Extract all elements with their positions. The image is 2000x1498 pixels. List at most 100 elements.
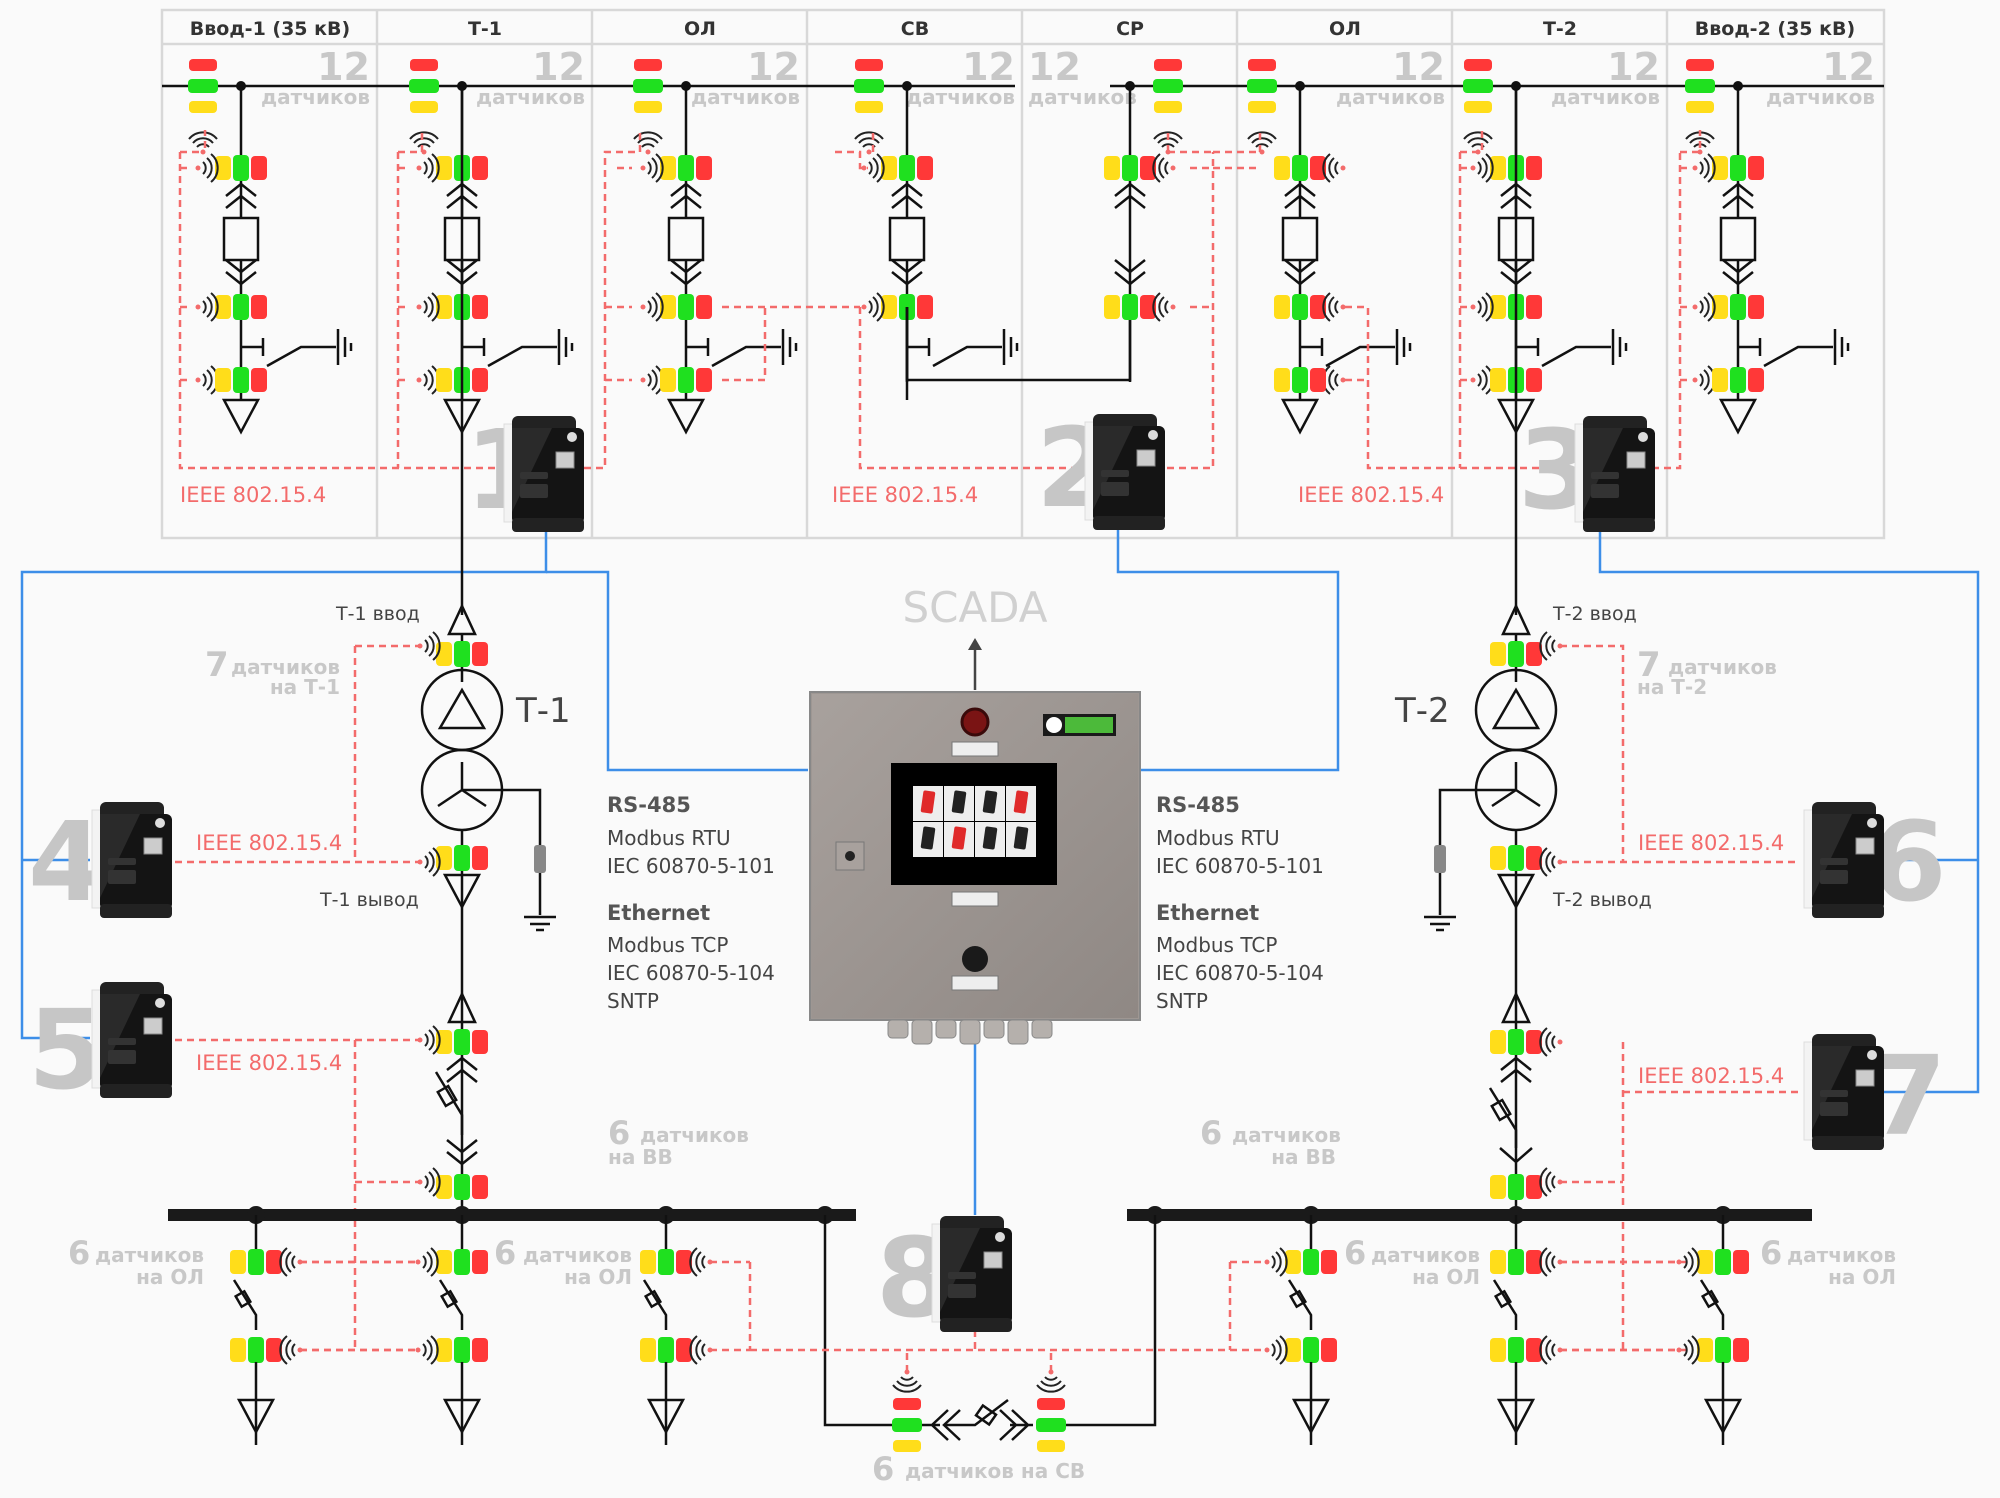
protocols-right: RS-485 Modbus RTU IEC 60870-5-101 Ethern… bbox=[1156, 793, 1324, 1013]
wireless-icon bbox=[860, 153, 885, 183]
sensor-group bbox=[1104, 155, 1156, 181]
t2-sensor-count-label: датчиков bbox=[1668, 655, 1777, 679]
wireless-icon bbox=[1675, 1335, 1700, 1365]
sensor-group bbox=[660, 367, 712, 393]
screen-device-icon bbox=[951, 826, 967, 850]
wireless-icon bbox=[414, 1335, 439, 1365]
scada-cabinet[interactable] bbox=[809, 638, 1141, 1045]
count-sr: 12 bbox=[1028, 45, 1081, 89]
bay-vvod1 bbox=[188, 59, 353, 434]
push-button[interactable] bbox=[962, 946, 988, 972]
device-3[interactable]: 3 bbox=[1518, 406, 1656, 534]
ol-label-1b: на ОЛ bbox=[136, 1265, 204, 1289]
cell-header-sr: СР bbox=[1116, 18, 1144, 40]
device-5[interactable]: 5 bbox=[28, 981, 173, 1114]
breaker-icon bbox=[222, 216, 260, 262]
count-t1: 12 bbox=[532, 45, 585, 89]
ground-icon bbox=[1395, 327, 1412, 367]
wireless-icon bbox=[194, 292, 219, 322]
bay-sr bbox=[1104, 59, 1183, 382]
ethernet-item-left-1: Modbus TCP bbox=[607, 933, 728, 957]
vv-right-label: датчиков bbox=[1232, 1123, 1341, 1147]
device-7[interactable]: 7 bbox=[1803, 1032, 1947, 1160]
cell-header-t2: Т-2 bbox=[1543, 18, 1577, 40]
lower-busbars bbox=[168, 1206, 1812, 1224]
device-6[interactable]: 6 bbox=[1803, 798, 1947, 926]
wireless-icon bbox=[1469, 153, 1494, 183]
wireless-icon bbox=[1263, 1335, 1288, 1365]
wireless-icon bbox=[1322, 365, 1347, 395]
earth-switch bbox=[1300, 338, 1395, 368]
disconnector-blade bbox=[1493, 1289, 1513, 1309]
wireless-icon bbox=[415, 365, 440, 395]
wireless-icon bbox=[1691, 292, 1716, 322]
t2-feeder bbox=[1422, 86, 1558, 1215]
sensor-group bbox=[1274, 367, 1326, 393]
outgoing-line-feeder bbox=[414, 1215, 488, 1445]
bus-sensor-ol1 bbox=[633, 59, 663, 113]
sensor-group bbox=[1712, 294, 1764, 320]
hmi-screen-cells bbox=[913, 786, 1036, 857]
bottom-feeders bbox=[230, 1215, 1749, 1445]
ieee-label-top-2: IEEE 802.15.4 bbox=[832, 483, 978, 507]
ol-label-2: датчиков bbox=[523, 1243, 632, 1267]
vv-left-count: 6 bbox=[608, 1114, 630, 1152]
count-label-vvod2: датчиков bbox=[1766, 85, 1875, 109]
ieee-label-t1-bottom: IEEE 802.15.4 bbox=[196, 1051, 342, 1075]
outgoing-line-feeder bbox=[640, 1215, 714, 1445]
vv-right-label-2: на ВВ bbox=[1271, 1145, 1336, 1169]
ieee-label-t2: IEEE 802.15.4 bbox=[1638, 831, 1784, 855]
wireless-icon bbox=[689, 1247, 714, 1277]
ground-icon bbox=[557, 327, 574, 367]
t2-wireless-links bbox=[1539, 631, 1800, 1352]
rs485-item-right-2: IEC 60870-5-101 bbox=[1156, 854, 1324, 878]
controller-module-icon bbox=[91, 981, 173, 1099]
wireless-icon bbox=[689, 1335, 714, 1365]
bus-sensor-t1 bbox=[409, 59, 439, 113]
count-t2: 12 bbox=[1607, 45, 1660, 89]
count-vvod1: 12 bbox=[317, 45, 370, 89]
device-4[interactable]: 4 bbox=[28, 798, 173, 926]
count-label-ol1: датчиков bbox=[691, 85, 800, 109]
ieee-label-t2-bottom: IEEE 802.15.4 bbox=[1638, 1064, 1784, 1088]
bay-sv bbox=[854, 59, 1132, 400]
bottom-counts: 6 датчиков на ВВ 6 датчиков на ВВ 6 датч… bbox=[68, 1114, 1896, 1289]
wireless-icon bbox=[194, 153, 219, 183]
t2-output-label: Т-2 вывод bbox=[1552, 889, 1652, 911]
disconnector-blade bbox=[643, 1289, 663, 1309]
ground-icon bbox=[1002, 327, 1019, 367]
ethernet-title-left: Ethernet bbox=[607, 901, 710, 925]
sensor-group bbox=[1712, 367, 1764, 393]
t1-wireless-links bbox=[175, 631, 441, 1352]
t1-sensor-count-label: датчиков bbox=[231, 655, 340, 679]
bus-sensor-vvod2 bbox=[1685, 59, 1715, 113]
cell-header-ol2: ОЛ bbox=[1329, 18, 1361, 40]
ieee-label-top-3: IEEE 802.15.4 bbox=[1298, 483, 1444, 507]
sensor-group bbox=[1285, 1337, 1337, 1363]
t1-feeder bbox=[420, 86, 558, 1215]
ol-label-4b: на ОЛ bbox=[1828, 1265, 1896, 1289]
wireless-icon bbox=[1675, 1247, 1700, 1277]
rs485-item-left-2: IEC 60870-5-101 bbox=[607, 854, 775, 878]
sensor-group bbox=[640, 1249, 692, 1275]
bay-t1 bbox=[409, 59, 574, 434]
wireless-icon bbox=[1691, 153, 1716, 183]
sensor-group bbox=[1697, 1249, 1749, 1275]
wireless-icon bbox=[1539, 1335, 1564, 1365]
wireless-icon bbox=[1322, 153, 1347, 183]
top-wireless-links bbox=[178, 130, 1702, 470]
sensor-group bbox=[1712, 155, 1764, 181]
device-1[interactable]: 1 bbox=[465, 406, 585, 534]
sensor-group bbox=[660, 155, 712, 181]
outgoing-line-feeder bbox=[1675, 1215, 1749, 1445]
bus-sensor-t2 bbox=[1463, 59, 1493, 113]
device-2[interactable]: 2 bbox=[1036, 404, 1166, 532]
device-8[interactable]: 8 bbox=[876, 1214, 1013, 1342]
count-label-sv: датчиков bbox=[906, 85, 1015, 109]
bay-vvod2 bbox=[1685, 59, 1850, 434]
ol-count-3: 6 bbox=[1344, 1234, 1366, 1272]
t2-input-label: Т-2 ввод bbox=[1552, 603, 1637, 625]
wireless-icon bbox=[1691, 365, 1716, 395]
sectional-breaker bbox=[748, 1215, 1232, 1452]
outgoing-line-feeder bbox=[1490, 1215, 1564, 1445]
